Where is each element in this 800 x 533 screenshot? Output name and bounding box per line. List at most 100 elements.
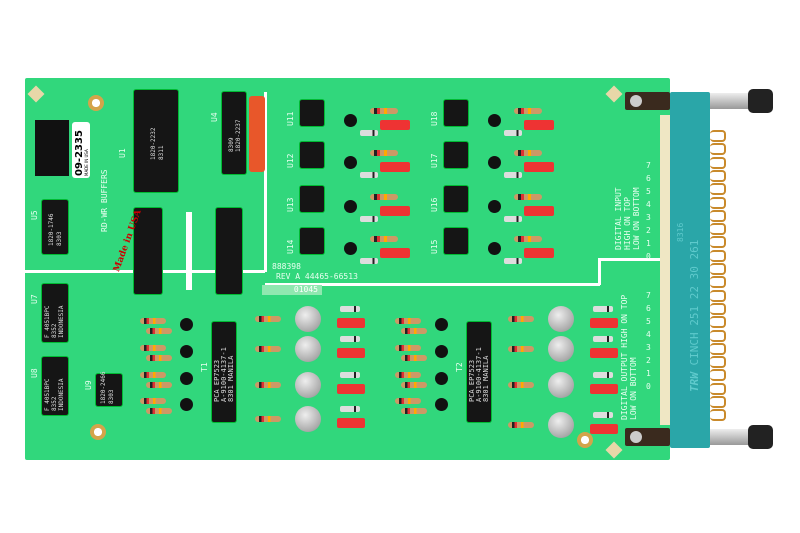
resistor <box>146 382 172 388</box>
label: 8352 <box>51 323 58 338</box>
capacitor <box>524 206 554 216</box>
screw-bottom[interactable] <box>710 429 755 445</box>
capacitor <box>337 384 365 394</box>
input-pin-number: 4 <box>646 200 651 209</box>
contact-pin <box>710 396 726 408</box>
divider-line <box>265 283 600 286</box>
output-pin-number: 5 <box>646 317 651 326</box>
resistor <box>255 416 281 422</box>
metal-can-transistor <box>295 372 321 398</box>
contact-pin <box>710 249 726 262</box>
revision-label: REV A 44465-66513 <box>276 272 358 281</box>
resistor <box>370 194 398 200</box>
output-pin-number: 7 <box>646 291 651 300</box>
label: 8309 <box>228 137 235 152</box>
transistor <box>488 156 501 169</box>
screw-top[interactable] <box>710 93 755 109</box>
input-pin-number: 7 <box>646 161 651 170</box>
label: INDONESIA <box>58 305 65 338</box>
transistor <box>435 398 448 411</box>
label: INDONESIA <box>58 378 65 411</box>
thumbscrew-top[interactable] <box>748 89 773 113</box>
capacitor <box>380 120 410 130</box>
chip-u1: 1820-2232 8311 <box>134 90 178 192</box>
label: 1820-1746 <box>48 213 55 246</box>
resistor <box>401 355 427 361</box>
output-pin-number: 6 <box>646 304 651 313</box>
transistor <box>435 345 448 358</box>
input-pin-number: 1 <box>646 239 651 248</box>
capacitor <box>380 248 410 258</box>
divider-line <box>598 258 668 261</box>
mounting-hole <box>577 432 593 448</box>
resistor <box>401 382 427 388</box>
transistor <box>344 242 357 255</box>
contact-pin <box>710 130 726 142</box>
diode <box>340 306 360 312</box>
output-pin-number: 1 <box>646 369 651 378</box>
optocoupler <box>444 186 468 212</box>
contact-pin <box>710 143 726 156</box>
contact-pin <box>710 196 726 209</box>
diode <box>360 258 378 264</box>
mounting-hole <box>90 424 106 440</box>
input-pin-number: 3 <box>646 213 651 222</box>
diode <box>360 172 378 178</box>
input-pin-number: 6 <box>646 174 651 183</box>
contact-pin <box>710 369 726 382</box>
label: F 4051BPC <box>44 305 51 338</box>
dip-socket <box>35 120 69 176</box>
connector-text: CINCH 251 22 30 261 <box>688 239 701 366</box>
edge-connector[interactable]: TRW CINCH 251 22 30 261 8316 <box>670 92 710 448</box>
u9-ref: U9 <box>84 380 93 390</box>
capacitor <box>337 418 365 428</box>
contact-pin <box>710 382 726 395</box>
input-pin-number: 5 <box>646 187 651 196</box>
resistor <box>370 108 398 114</box>
contact-pin <box>710 209 726 222</box>
thumbscrew-bottom[interactable] <box>748 425 773 449</box>
resistor <box>508 382 534 388</box>
contact-pin <box>710 302 726 315</box>
mounting-hole <box>88 95 104 111</box>
chip-u7: F 4051BPC 8352 INDONESIA <box>42 284 68 342</box>
resistor <box>370 150 398 156</box>
contact-pin <box>710 223 726 236</box>
resistor <box>508 422 534 428</box>
board-id: 888398 <box>272 262 301 271</box>
u8-ref: U8 <box>30 368 39 378</box>
transistor <box>344 114 357 127</box>
card-edge <box>660 115 670 425</box>
metal-can-transistor <box>548 412 574 438</box>
optocoupler <box>444 100 468 126</box>
optocoupler <box>300 100 324 126</box>
resistor <box>395 345 421 351</box>
input-pin-number: 0 <box>646 252 651 261</box>
contact-pin <box>710 169 726 182</box>
output-pin-number: 0 <box>646 382 651 391</box>
opto-ref: U18 <box>430 111 439 126</box>
optocoupler <box>300 142 324 168</box>
u7-ref: U7 <box>30 294 39 304</box>
diode <box>504 130 522 136</box>
resistor <box>146 355 172 361</box>
label: DIGITAL INPUT <box>614 187 623 250</box>
label: 8301 MANILA <box>482 355 490 402</box>
resistor <box>140 398 166 404</box>
resistor <box>395 398 421 404</box>
transistor <box>435 318 448 331</box>
contact-pin <box>710 276 726 289</box>
resistor <box>395 318 421 324</box>
resistor <box>255 316 281 322</box>
metal-can-transistor <box>548 372 574 398</box>
optocoupler <box>300 228 324 254</box>
orange-capacitor <box>249 96 265 172</box>
made-in-label: MADE IN USA <box>84 149 89 176</box>
label: LOW ON BOTTOM <box>629 357 638 420</box>
u4-ref: U4 <box>210 112 219 122</box>
capacitor <box>590 348 618 358</box>
metal-can-transistor <box>295 406 321 432</box>
resistor <box>401 328 427 334</box>
resistor <box>514 150 542 156</box>
